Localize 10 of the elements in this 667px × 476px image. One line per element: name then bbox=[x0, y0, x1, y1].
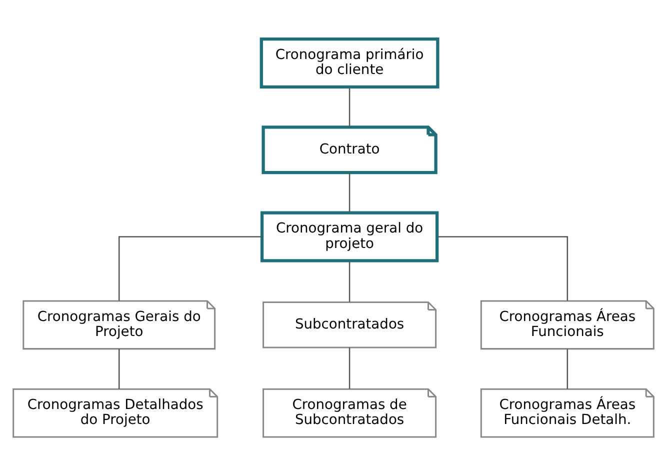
connector bbox=[438, 236, 568, 301]
connector bbox=[348, 172, 350, 213]
connector bbox=[118, 348, 120, 389]
connector bbox=[348, 260, 350, 302]
connector bbox=[566, 348, 568, 389]
node-box: Cronograma geral do projeto bbox=[260, 211, 439, 262]
connector bbox=[348, 348, 350, 389]
node-box: Cronograma primário do cliente bbox=[260, 37, 440, 88]
connector bbox=[348, 87, 350, 127]
connector bbox=[118, 236, 262, 301]
